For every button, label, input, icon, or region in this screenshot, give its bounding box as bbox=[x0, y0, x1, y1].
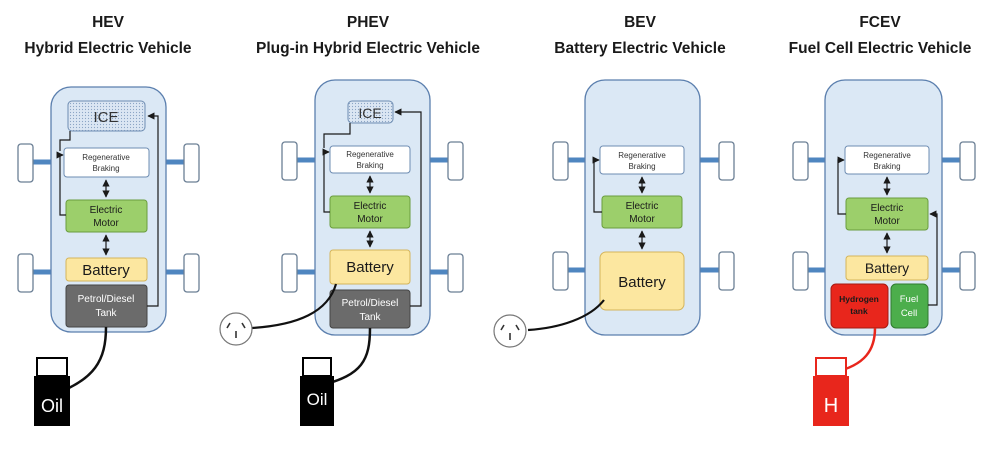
bev-regen-l2: Braking bbox=[628, 162, 655, 171]
fcev-regen-l2: Braking bbox=[873, 162, 900, 171]
wheel-icon bbox=[792, 251, 809, 291]
hev-motor-l2: Motor bbox=[93, 218, 119, 229]
hev-tank-l2: Tank bbox=[95, 308, 117, 319]
bev-abbr: BEV bbox=[624, 14, 657, 31]
fcev-fc-l2: Cell bbox=[901, 308, 917, 319]
bev-motor-l2: Motor bbox=[629, 214, 655, 225]
arrow bbox=[928, 210, 938, 306]
panel-bev: BEV Battery Electric Vehicle Regenerativ… bbox=[493, 14, 735, 348]
arrow bbox=[59, 131, 71, 151]
hev-battery-label: Battery bbox=[82, 262, 130, 279]
fcev-battery-box bbox=[845, 255, 929, 281]
fuel-pump-icon: Oil bbox=[300, 357, 334, 426]
fcev-fuel-cell-box bbox=[890, 283, 929, 329]
fcev-name: Fuel Cell Electric Vehicle bbox=[789, 40, 972, 57]
phev-tank-l1: Petrol/Diesel bbox=[342, 298, 399, 309]
fcev-regen-l1: Regenerative bbox=[863, 151, 911, 160]
phev-regen-l1: Regenerative bbox=[346, 150, 394, 159]
fuel-pump-icon: Oil bbox=[34, 357, 70, 426]
hev-ice-label: ICE bbox=[93, 109, 118, 126]
hev-regen-l1: Regenerative bbox=[82, 153, 130, 162]
wheel-icon bbox=[183, 253, 200, 293]
panel-phev: PHEV Plug-in Hybrid Electric Vehicle ICE… bbox=[219, 14, 480, 426]
phev-pump-label: Oil bbox=[307, 390, 328, 409]
phev-charge-cable bbox=[251, 283, 338, 330]
fcev-hydrogen-tank-box bbox=[830, 283, 889, 329]
bev-name: Battery Electric Vehicle bbox=[554, 40, 726, 57]
hev-regen-l2: Braking bbox=[92, 164, 119, 173]
panel-fcev: FCEV Fuel Cell Electric Vehicle Regenera… bbox=[789, 14, 976, 426]
arrow bbox=[322, 148, 330, 213]
fuel-pump-icon: H bbox=[813, 357, 849, 426]
phev-abbr: PHEV bbox=[347, 14, 390, 31]
bev-motor-l1: Electric bbox=[626, 201, 659, 212]
hev-motor-box bbox=[65, 199, 148, 233]
phev-ice-label: ICE bbox=[358, 105, 381, 121]
wheel-icon bbox=[552, 141, 569, 181]
wheel-icon bbox=[447, 141, 464, 181]
phev-motor-l2: Motor bbox=[357, 214, 383, 225]
hev-tank-box bbox=[65, 284, 148, 328]
fcev-battery-label: Battery bbox=[865, 260, 909, 276]
phev-battery-label: Battery bbox=[346, 259, 394, 276]
bev-charge-cable bbox=[527, 299, 605, 332]
hev-ice-box bbox=[67, 100, 146, 132]
wheel-icon bbox=[183, 143, 200, 183]
phev-regen-l2: Braking bbox=[356, 161, 383, 170]
bev-battery-label: Battery bbox=[618, 274, 666, 291]
arrow bbox=[592, 156, 602, 213]
phev-battery-box bbox=[329, 249, 411, 285]
fcev-motor-l2: Motor bbox=[874, 216, 900, 227]
fcev-motor-l1: Electric bbox=[871, 203, 904, 214]
phev-name: Plug-in Hybrid Electric Vehicle bbox=[256, 40, 480, 57]
fcev-fc-l1: Fuel bbox=[900, 294, 918, 305]
wheel-icon bbox=[447, 253, 464, 293]
hev-motor-l1: Electric bbox=[90, 205, 123, 216]
bev-regen-box bbox=[599, 145, 685, 175]
wheel-icon bbox=[17, 143, 34, 183]
wheel-icon bbox=[17, 253, 34, 293]
hev-regen-box bbox=[63, 147, 150, 178]
wheel-icon bbox=[959, 141, 976, 181]
wheel-icon bbox=[552, 251, 569, 291]
fcev-abbr: FCEV bbox=[859, 14, 901, 31]
wheel-icon bbox=[718, 141, 735, 181]
arrow bbox=[837, 156, 846, 215]
hev-pump-label: Oil bbox=[41, 396, 63, 416]
bev-battery-box bbox=[599, 251, 685, 311]
phev-ice-box bbox=[347, 100, 394, 124]
wheel-icon bbox=[792, 141, 809, 181]
plug-socket-icon bbox=[493, 314, 527, 348]
hev-name: Hybrid Electric Vehicle bbox=[24, 40, 192, 57]
wheel-icon bbox=[281, 253, 298, 293]
phev-tank-l2: Tank bbox=[359, 312, 381, 323]
phev-motor-l1: Electric bbox=[354, 201, 387, 212]
arrow bbox=[394, 108, 422, 307]
panel-hev: HEV Hybrid Electric Vehicle ICE Regenera… bbox=[17, 14, 200, 426]
arrow bbox=[147, 112, 159, 307]
wheel-icon bbox=[959, 251, 976, 291]
phev-regen-box bbox=[329, 145, 411, 174]
wheel-icon bbox=[281, 141, 298, 181]
hev-abbr: HEV bbox=[92, 14, 125, 31]
plug-socket-icon bbox=[219, 312, 253, 346]
arrow bbox=[56, 151, 66, 216]
wheel-icon bbox=[718, 251, 735, 291]
hev-battery-box bbox=[65, 257, 148, 282]
hev-tank-l1: Petrol/Diesel bbox=[78, 294, 135, 305]
fcev-regen-box bbox=[844, 145, 930, 175]
fcev-h2-l2: tank bbox=[850, 306, 868, 316]
bev-regen-l1: Regenerative bbox=[618, 151, 666, 160]
arrow bbox=[323, 123, 351, 148]
fcev-pump-label: H bbox=[824, 395, 838, 417]
fcev-h2-l1: Hydrogen bbox=[839, 294, 879, 304]
